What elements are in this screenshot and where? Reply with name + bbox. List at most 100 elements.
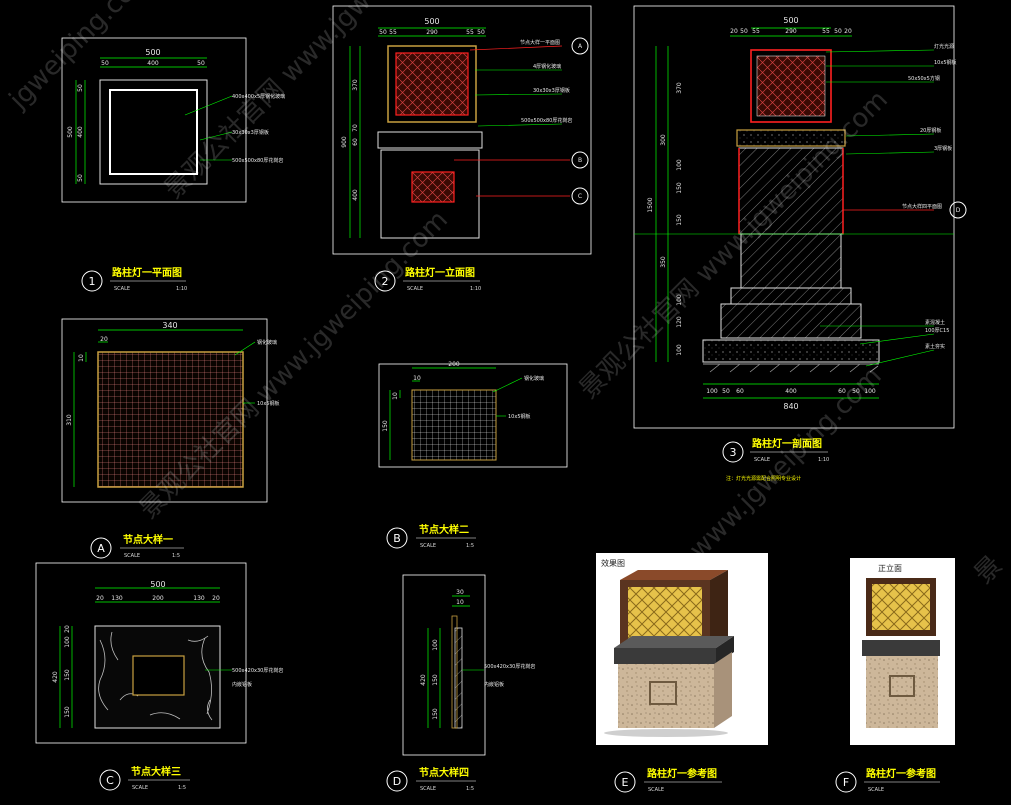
plan-note: 500x500x80厚花岗岩 <box>232 157 283 164</box>
view-number: 1 <box>89 275 96 288</box>
detA-dim-left: 310 <box>66 414 73 426</box>
detail-d: 30 10 420 100 150 150 500x420x30厚花岗岩 内嵌铝… <box>402 574 535 756</box>
section-concrete-bed <box>702 339 880 363</box>
detail-b-grid <box>411 389 497 461</box>
watermark-layer: jgweiping.com 景观公社官网 www.jgweiping.com 景… <box>3 0 1008 590</box>
callout-d: D <box>956 207 961 214</box>
view-title: 节点大样四 <box>419 766 469 779</box>
detD-dim-top-seg: 30 <box>456 589 464 596</box>
elev-dim-top-seg: 50 <box>379 29 387 36</box>
sec-dim-top: 500 <box>783 16 798 25</box>
sec-dim-left-seg: 120 <box>676 316 683 328</box>
plan-note: 30x30x3厚钢板 <box>232 129 269 136</box>
detD-dim-left: 420 <box>420 674 427 686</box>
scale-label: SCALE <box>114 286 130 292</box>
view-number: 2 <box>382 275 389 288</box>
detC-note: 内嵌铝板 <box>232 681 252 688</box>
detD-note: 内嵌铝板 <box>484 681 504 688</box>
scale-value: 1:10 <box>470 286 481 292</box>
sec-dim-left-seg: 370 <box>676 82 683 94</box>
granite-cap-outline <box>99 79 208 185</box>
lantern-fret-panel <box>395 52 469 116</box>
detail-a-frame <box>61 318 268 503</box>
sec-dim-top-seg: 55 <box>822 28 830 35</box>
view-title: 节点大样二 <box>419 523 469 536</box>
view-3-title-block: 3 路柱灯一剖面图 SCALE 1:10 注：灯光光源需配合照明专业设计 <box>722 437 829 482</box>
detB-dim-top-seg: 10 <box>413 375 421 382</box>
detB-dim-top: 200 <box>448 361 460 368</box>
sec-dim-bottom-seg: 60 <box>736 388 744 395</box>
sec-dim-top-seg: 55 <box>752 28 760 35</box>
detail-c: 500 20 130 200 130 20 420 20 100 150 150… <box>35 562 283 744</box>
view-number: D <box>393 775 401 788</box>
view-2-title-block: 2 路柱灯一立面图 SCALE 1:10 <box>374 266 481 292</box>
sec-note: 节点大样四平面图 <box>902 203 942 210</box>
plan-dim-top: 500 <box>145 48 160 57</box>
detC-dim-top-seg: 130 <box>193 595 205 602</box>
photo-f-caption: 正立面 <box>878 563 902 573</box>
lamp-top <box>620 570 728 580</box>
detD-note: 500x420x30厚花岗岩 <box>484 663 535 670</box>
reference-photo-f: 正立面 <box>850 558 955 745</box>
cap <box>862 640 940 656</box>
view-2-elevation: 500 50 55 290 55 50 900 370 70 60 400 节点… <box>332 5 592 255</box>
detC-dim-left-seg: 150 <box>64 706 71 718</box>
sec-dim-left-seg: 150 <box>676 182 683 194</box>
view-number: C <box>106 774 114 787</box>
elev-dim-left-seg: 60 <box>352 138 359 146</box>
detC-dim-left: 420 <box>52 671 59 683</box>
sec-dim-bottom-seg: 50 <box>852 388 860 395</box>
elev-dim-left-seg: 70 <box>352 124 359 132</box>
sec-note: 10x5钢板 <box>934 59 957 66</box>
sec-dim-bottom: 840 <box>783 402 798 411</box>
scale-value: 1:5 <box>466 786 474 792</box>
elev-dim-top-seg: 290 <box>426 29 438 36</box>
plan-dim-top-seg: 50 <box>197 60 205 67</box>
detA-dim-top: 340 <box>162 321 177 330</box>
cap-side <box>716 636 734 664</box>
lamp-frame-side <box>710 570 728 646</box>
detC-dim-top-seg: 200 <box>152 595 164 602</box>
sec-note: 灯光光源 <box>934 43 954 50</box>
sec-dim-top-seg: 20 <box>844 28 852 35</box>
plan-dim-top-seg: 400 <box>147 60 159 67</box>
reference-photo-e: 效果图 <box>596 553 768 745</box>
base-front <box>618 664 714 728</box>
view-3-section: 500 20 50 55 290 55 50 20 1500 370 300 1… <box>633 5 967 429</box>
view-number: F <box>843 776 849 789</box>
elev-note: 500x500x80厚花岗岩 <box>521 117 572 124</box>
callout-b: B <box>578 157 582 164</box>
elev-dim-top: 500 <box>424 17 439 26</box>
scale-value: 1:5 <box>172 553 180 559</box>
sec-dim-left-seg: 100 <box>676 159 683 171</box>
detA-dim-left-seg: 10 <box>78 354 85 362</box>
sec-dim-top-seg: 50 <box>834 28 842 35</box>
inset-fret-panel <box>411 171 455 203</box>
scale-label: SCALE <box>868 787 884 793</box>
cap-front <box>614 648 716 664</box>
detC-dim-left-seg: 100 <box>64 636 71 648</box>
sec-note: 20厚钢板 <box>920 127 941 134</box>
elev-dim-top-seg: 50 <box>477 29 485 36</box>
detail-c-inset <box>132 655 185 696</box>
scale-label: SCALE <box>754 457 770 463</box>
detail-d-frame <box>402 574 486 756</box>
view-title: 节点大样三 <box>131 765 181 778</box>
elev-dim-left: 900 <box>341 136 348 148</box>
scale-label: SCALE <box>420 543 436 549</box>
scale-label: SCALE <box>648 787 664 793</box>
detail-b: 200 10 150 10 钢化玻璃 10x5钢板 <box>378 361 568 468</box>
plan-note: 400x400x5厚钢化玻璃 <box>232 93 285 100</box>
detC-dim-top-seg: 130 <box>111 595 123 602</box>
base-emblem <box>649 681 677 705</box>
sec-dim-left-seg: 100 <box>676 344 683 356</box>
view-number: A <box>97 542 105 555</box>
detD-dim-left-seg: 150 <box>432 708 439 720</box>
sec-dim-left-seg: 300 <box>660 134 667 146</box>
sec-note: 素混凝土 <box>925 319 945 326</box>
sec-note: 素土夯实 <box>925 343 945 350</box>
scale-label: SCALE <box>124 553 140 559</box>
sec-dim-bottom-seg: 400 <box>785 388 797 395</box>
view-number: E <box>622 776 629 789</box>
photo-e-title-block: E 路柱灯一参考图 SCALE <box>614 767 722 793</box>
